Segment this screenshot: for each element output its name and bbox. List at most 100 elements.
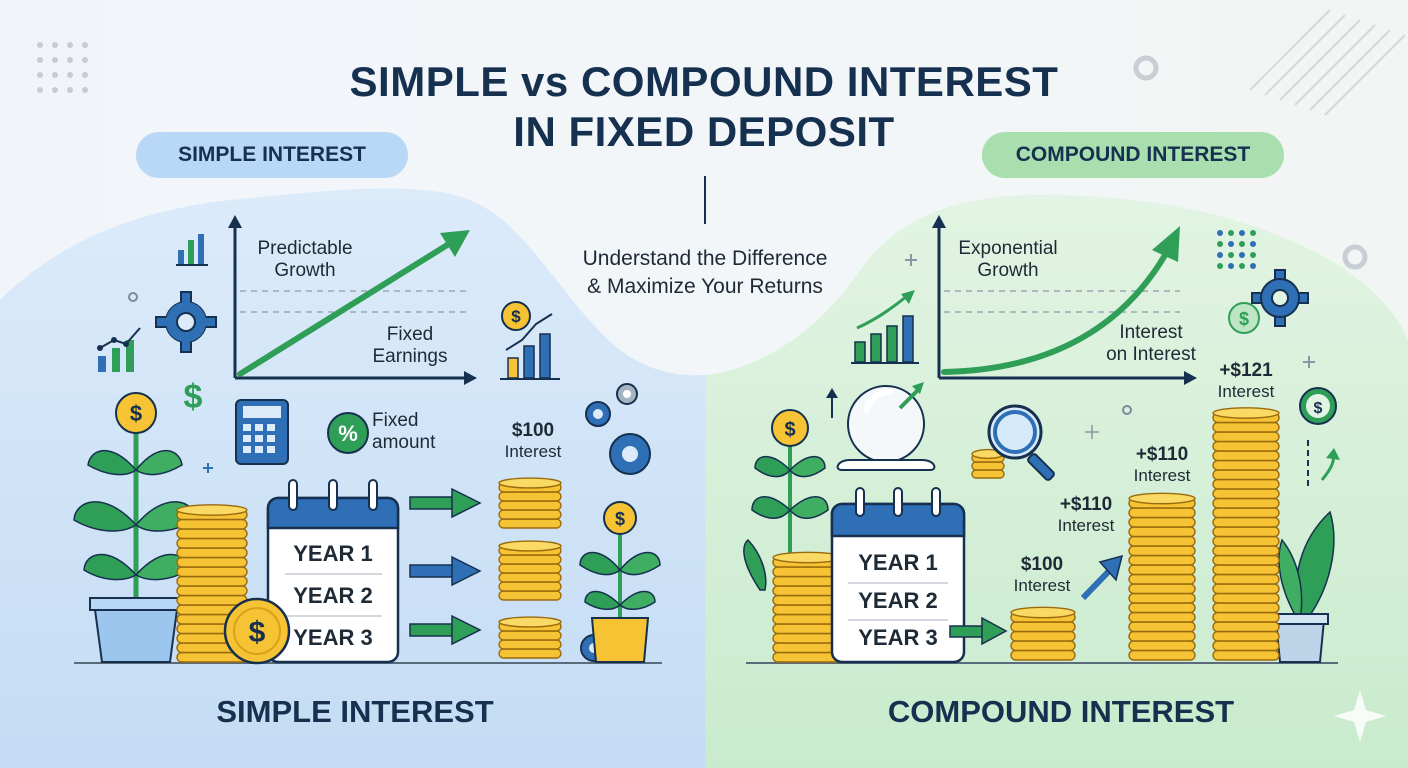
coin bbox=[1212, 583, 1280, 595]
sparkle-icon bbox=[1334, 690, 1386, 742]
calendar-year-1: YEAR 1 bbox=[293, 541, 373, 566]
calendar-year-1: YEAR 1 bbox=[858, 550, 938, 575]
growth-bars-icon bbox=[97, 327, 141, 372]
coin bbox=[1128, 640, 1196, 652]
coin bbox=[1128, 649, 1196, 661]
interest-label-4: +$121 Interest bbox=[1217, 360, 1275, 401]
arrow-right-icon bbox=[409, 614, 482, 646]
coin bbox=[1128, 507, 1196, 519]
coin bbox=[1128, 526, 1196, 538]
arrow-up-right-icon bbox=[1080, 554, 1124, 601]
coin bbox=[1128, 630, 1196, 642]
arrow-right-icon bbox=[409, 487, 482, 519]
tagline: Understand the Difference & Maximize You… bbox=[540, 245, 870, 301]
coin bbox=[1010, 649, 1076, 661]
arrow-right-icon bbox=[949, 616, 1008, 646]
coin-top bbox=[176, 504, 248, 516]
compound-growth-chart bbox=[932, 215, 1197, 385]
svg-text:$: $ bbox=[249, 616, 266, 649]
calculator-icon bbox=[235, 399, 289, 465]
coin bbox=[1212, 526, 1280, 538]
coin bbox=[971, 469, 1005, 479]
svg-text:$: $ bbox=[615, 509, 625, 529]
calendar-year-2: YEAR 2 bbox=[858, 588, 938, 613]
coin bbox=[1212, 459, 1280, 471]
coin-stacks bbox=[498, 477, 562, 659]
coin-top bbox=[498, 477, 562, 489]
coin bbox=[1212, 602, 1280, 614]
coin bbox=[1128, 564, 1196, 576]
interest-label-3: +$110 Interest bbox=[1133, 444, 1191, 485]
coin-icon: $ bbox=[223, 597, 291, 665]
svg-text:$: $ bbox=[1239, 309, 1249, 329]
coin bbox=[1128, 554, 1196, 566]
dollar-icon: $ bbox=[1299, 387, 1337, 425]
coin bbox=[1212, 592, 1280, 604]
svg-text:$: $ bbox=[511, 307, 521, 326]
compound-bottom-title: COMPOUND INTEREST bbox=[887, 694, 1235, 729]
svg-text:%: % bbox=[338, 421, 358, 446]
tagline-line1: Understand the Difference bbox=[582, 247, 828, 270]
coin bbox=[1128, 516, 1196, 528]
gear-icon bbox=[155, 291, 217, 353]
plant-icon: $ bbox=[579, 501, 661, 663]
coin bbox=[1212, 421, 1280, 433]
coin bbox=[1212, 611, 1280, 623]
coin bbox=[971, 461, 1005, 471]
coin bbox=[1212, 488, 1280, 500]
interest-label-2: +$110 Interest bbox=[1057, 494, 1115, 535]
bar-chart-icon bbox=[176, 234, 208, 266]
coin bbox=[1212, 554, 1280, 566]
simple-bottom-title: SIMPLE INTEREST bbox=[216, 694, 494, 729]
plant-icon bbox=[1271, 510, 1335, 663]
coin bbox=[1212, 621, 1280, 633]
magnifier-icon bbox=[971, 404, 1055, 481]
coin bbox=[1128, 573, 1196, 585]
coin bbox=[1212, 469, 1280, 481]
compound-calendar-rows: YEAR 1 YEAR 2 YEAR 3 bbox=[832, 536, 964, 662]
coin bbox=[1212, 450, 1280, 462]
coin bbox=[1010, 621, 1076, 633]
coin bbox=[1212, 440, 1280, 452]
coin-top bbox=[1128, 492, 1196, 505]
gear-icon bbox=[1251, 269, 1309, 327]
calendar-year-3: YEAR 3 bbox=[293, 625, 373, 650]
dollar-icon: $ bbox=[1228, 302, 1260, 334]
plant-icon: $ bbox=[743, 409, 829, 591]
coin bbox=[1010, 640, 1076, 652]
coin bbox=[1128, 621, 1196, 633]
simple-illustrations: $ % $ bbox=[73, 215, 661, 665]
coin bbox=[1212, 497, 1280, 509]
rising-chart-icon: $ bbox=[500, 301, 560, 380]
dollar-icon: $ bbox=[184, 378, 203, 416]
simple-calendar-rows: YEAR 1 YEAR 2 YEAR 3 bbox=[268, 528, 398, 662]
coin bbox=[1010, 630, 1076, 642]
coin-top bbox=[498, 540, 562, 552]
coin bbox=[1212, 431, 1280, 443]
calendar-year-3: YEAR 3 bbox=[858, 625, 938, 650]
page-title-line1: SIMPLE vs COMPOUND INTEREST bbox=[349, 58, 1059, 105]
coin bbox=[1212, 573, 1280, 585]
svg-text:$: $ bbox=[784, 419, 795, 441]
svg-text:$: $ bbox=[130, 401, 142, 426]
plant-icon: $ bbox=[73, 392, 197, 663]
compound-interest-pill: COMPOUND INTEREST bbox=[982, 132, 1284, 178]
simple-growth-chart bbox=[228, 215, 477, 385]
simple-interest-pill: SIMPLE INTEREST bbox=[136, 132, 408, 178]
page-title-line2: IN FIXED DEPOSIT bbox=[513, 108, 895, 155]
coin bbox=[1128, 545, 1196, 557]
coin bbox=[1128, 592, 1196, 604]
arrow-right-icon bbox=[409, 555, 482, 587]
coin bbox=[1212, 535, 1280, 547]
coin-top bbox=[498, 616, 562, 628]
svg-text:$: $ bbox=[1314, 400, 1323, 417]
coin-top bbox=[1212, 407, 1280, 419]
coin bbox=[1128, 611, 1196, 623]
